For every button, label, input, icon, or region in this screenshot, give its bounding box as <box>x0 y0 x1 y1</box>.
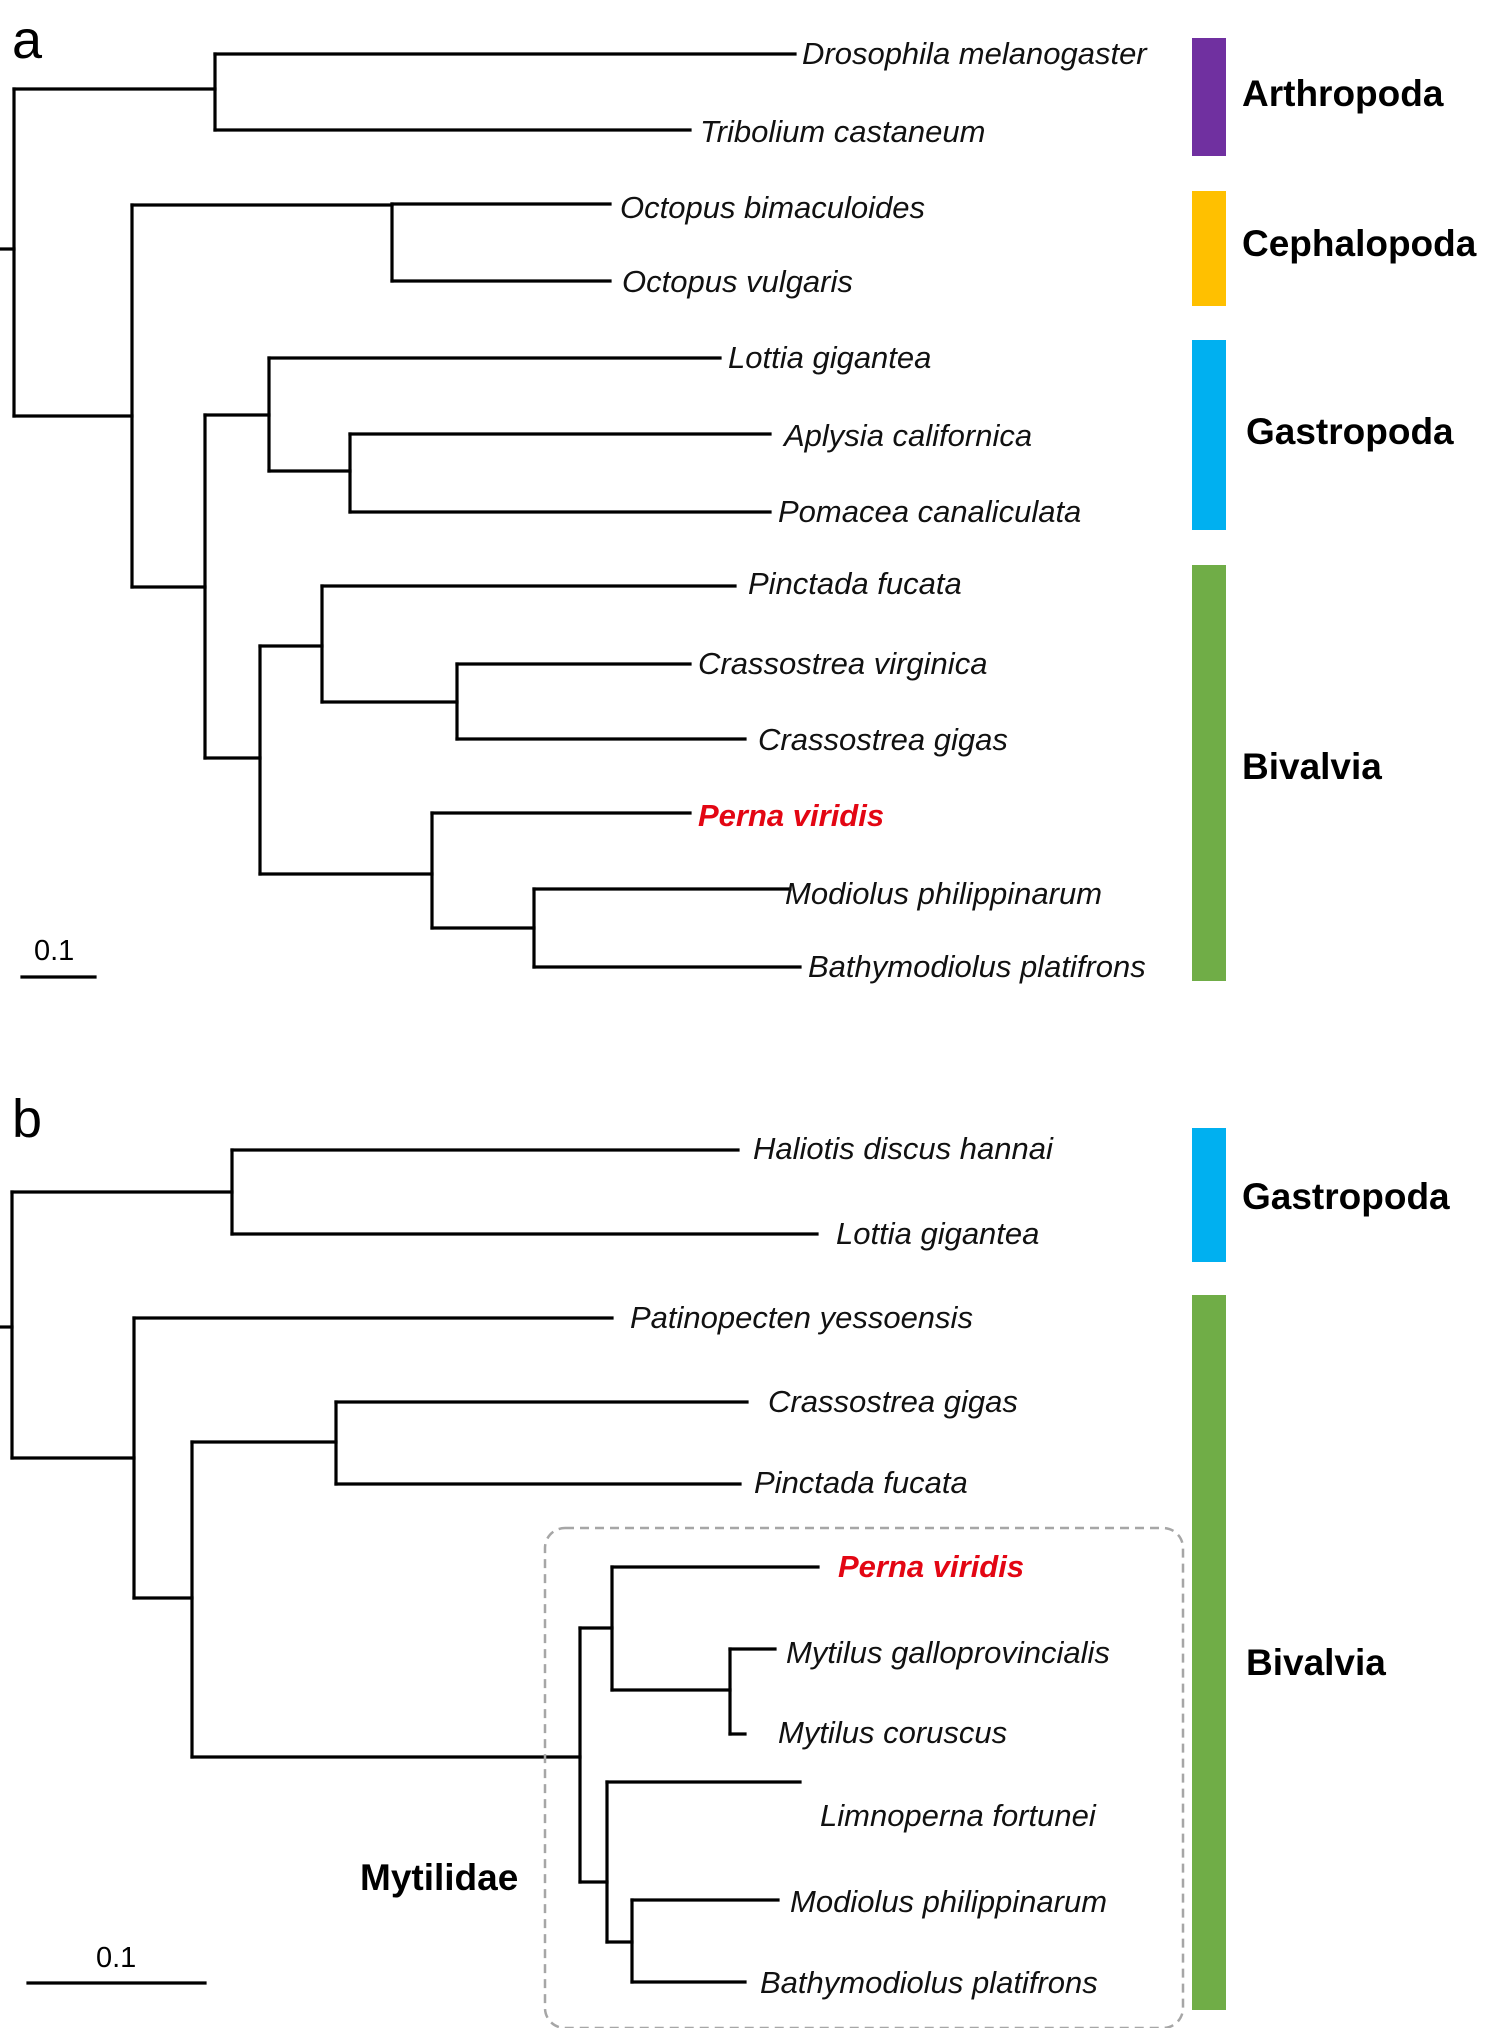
panel-b-tree <box>0 1148 820 1984</box>
species-label: Mytilus coruscus <box>778 1715 1007 1750</box>
clade-label: Gastropoda <box>1242 1176 1450 1217</box>
species-label: Modiolus philippinarum <box>790 1884 1107 1919</box>
clade-label: Gastropoda <box>1246 411 1454 452</box>
clade-bar-bivalvia <box>1192 1295 1226 2010</box>
species-label: Crassostrea gigas <box>758 722 1008 757</box>
panel-b-scale-bar: 0.1 <box>26 1942 207 1985</box>
clade-bar-gastropoda <box>1192 340 1226 530</box>
panel-b-tip-labels: Haliotis discus hannai Lottia gigantea P… <box>630 1131 1110 2000</box>
species-label: Lottia gigantea <box>836 1216 1039 1251</box>
species-label: Lottia gigantea <box>728 340 931 375</box>
species-label: Limnoperna fortunei <box>820 1798 1097 1833</box>
species-label-highlight: Perna viridis <box>698 798 884 833</box>
scale-bar-label: 0.1 <box>34 935 74 967</box>
clade-bar-arthropoda <box>1192 38 1226 156</box>
scale-bar-label: 0.1 <box>96 1942 136 1974</box>
species-label: Pinctada fucata <box>754 1465 968 1500</box>
clade-bar-cephalopoda <box>1192 191 1226 306</box>
species-label-highlight: Perna viridis <box>838 1549 1024 1584</box>
species-label: Crassostrea virginica <box>698 646 987 681</box>
panel-b-clade-bars: Gastropoda Bivalvia <box>1192 1128 1450 2010</box>
clade-bar-gastropoda <box>1192 1128 1226 1262</box>
panel-b-letter: b <box>12 1089 42 1149</box>
species-label: Pinctada fucata <box>748 566 962 601</box>
species-label: Haliotis discus hannai <box>753 1131 1054 1166</box>
species-label: Modiolus philippinarum <box>785 876 1102 911</box>
clade-label: Arthropoda <box>1242 73 1444 114</box>
panel-a-scale-bar: 0.1 <box>20 935 97 979</box>
species-label: Octopus bimaculoides <box>620 190 925 225</box>
species-label: Tribolium castaneum <box>700 114 985 149</box>
panel-a-letter: a <box>12 10 43 70</box>
panel-a-tip-labels: Drosophila melanogaster Tribolium castan… <box>620 36 1148 984</box>
species-label: Aplysia californica <box>782 418 1032 453</box>
mytilidae-label: Mytilidae <box>360 1857 518 1898</box>
species-label: Patinopecten yessoensis <box>630 1300 973 1335</box>
mytilidae-group-box <box>543 1526 1185 2028</box>
species-label: Pomacea canaliculata <box>778 494 1081 529</box>
panel-a-tree <box>0 52 802 969</box>
panel-a-clade-bars: Arthropoda Cephalopoda Gastropoda Bivalv… <box>1192 38 1477 981</box>
species-label: Drosophila melanogaster <box>802 36 1148 71</box>
clade-label: Bivalvia <box>1242 746 1382 787</box>
species-label: Bathymodiolus platifrons <box>760 1965 1098 2000</box>
species-label: Crassostrea gigas <box>768 1384 1018 1419</box>
species-label: Octopus vulgaris <box>622 264 853 299</box>
clade-label: Cephalopoda <box>1242 223 1477 264</box>
clade-bar-bivalvia <box>1192 565 1226 981</box>
species-label: Bathymodiolus platifrons <box>808 949 1146 984</box>
clade-label: Bivalvia <box>1246 1642 1386 1683</box>
species-label: Mytilus galloprovincialis <box>786 1635 1110 1670</box>
